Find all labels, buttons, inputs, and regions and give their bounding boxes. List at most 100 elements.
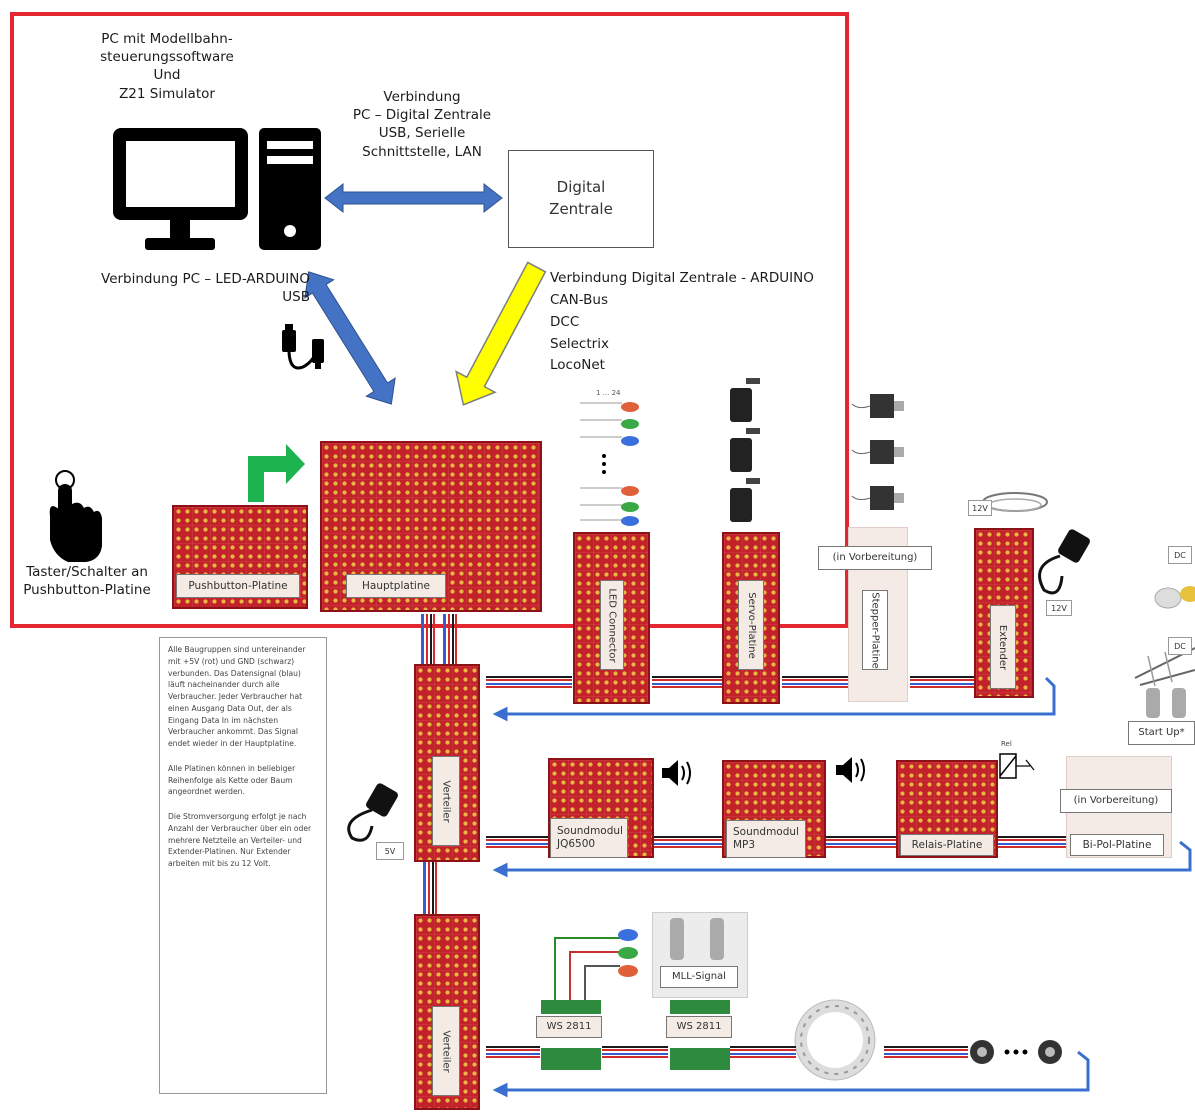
stepper-board-label: Stepper-Platine	[862, 590, 888, 670]
pc-title: PC mit Modellbahn- steuerungssoftware Un…	[82, 30, 252, 103]
digital-zentrale-line: Digital	[556, 178, 606, 197]
return-data-line-1	[492, 676, 1056, 722]
bus-cable-row3	[602, 1046, 668, 1058]
taster-line: Taster/Schalter an	[26, 564, 148, 580]
soundmodul-mp3-label: Soundmodul MP3	[726, 820, 806, 858]
pc-arduino-connection-label: Verbindung PC – LED-ARDUINO USB	[70, 270, 310, 306]
dc-tag: DC	[1168, 546, 1192, 564]
pc-digital-connection-label: Verbindung PC – Digital Zentrale USB, Se…	[322, 88, 522, 161]
led-connector-label: LED Connector	[600, 580, 624, 670]
connection-line: PC – Digital Zentrale	[352, 107, 492, 124]
startup-label: Start Up*	[1128, 721, 1195, 745]
verteiler-label-1: Verteiler	[432, 756, 460, 846]
bus-cable-row3	[730, 1046, 796, 1058]
extender-label: Extender	[990, 605, 1016, 689]
pc-title-line: Z21 Simulator	[119, 85, 215, 102]
soundmodul-line: Soundmodul	[557, 825, 623, 838]
neopixel-ring-icon	[794, 999, 876, 1081]
pc-title-line: Und	[153, 67, 181, 84]
digital-zentrale-line: Zentrale	[549, 200, 613, 218]
usb-cable-icon	[282, 324, 324, 370]
info-text-box: Alle Baugruppen sind untereinander mit +…	[159, 637, 327, 1094]
connection-line: Selectrix	[550, 335, 609, 352]
taster-label: Taster/Schalter an Pushbutton-Platine	[14, 563, 160, 599]
led-icon	[580, 402, 639, 526]
info-paragraph: Alle Baugruppen sind untereinander mit +…	[168, 645, 306, 749]
bus-cable-row3	[884, 1046, 968, 1058]
taster-line: Pushbutton-Platine	[23, 582, 151, 599]
power-adapter-icon	[347, 529, 1090, 842]
digital-zentrale-box: Digital Zentrale	[508, 150, 654, 248]
connection-line: Verbindung PC – LED-ARDUINO	[101, 271, 310, 287]
v12-top-tag: 12V	[968, 500, 992, 516]
mll-signal-mast	[710, 918, 724, 960]
stepper-board-text: Stepper-Platine	[869, 591, 881, 669]
relay-symbol-label: Rel	[1001, 740, 1012, 748]
connection-line: USB, Serielle	[378, 125, 466, 142]
extender-text: Extender	[997, 624, 1009, 670]
bipol-note: (in Vorbereitung)	[1060, 789, 1172, 813]
ws2811-board-1-bottom	[541, 1048, 601, 1070]
soundmodul-line: MP3	[733, 839, 756, 851]
neopixel-single-icon	[970, 1040, 1062, 1064]
bus-cable-row2	[826, 836, 896, 848]
turnout-icon	[1134, 647, 1195, 718]
stepper-motor-icon	[851, 394, 904, 510]
servo-motor-icon	[730, 378, 760, 522]
servo-board-label: Servo-Platine	[738, 580, 764, 670]
connection-line: LocoNet	[550, 357, 605, 374]
green-elbow-arrow	[248, 444, 305, 502]
dc-motor-icon	[1154, 586, 1195, 609]
connection-line: CAN-Bus	[550, 291, 609, 308]
return-data-line-2	[492, 840, 1192, 878]
mll-signal-label: MLL-Signal	[660, 966, 738, 988]
verteiler-text: Verteiler	[440, 779, 452, 823]
vertical-cable	[423, 862, 437, 914]
return-data-line-3	[492, 1050, 1090, 1098]
bus-cable-row2	[486, 836, 548, 848]
servo-board-text: Servo-Platine	[745, 591, 757, 659]
led-strip-icon	[982, 492, 1048, 512]
verteiler-label-2: Verteiler	[432, 1006, 460, 1096]
hauptplatine-label: Hauptplatine	[346, 574, 446, 598]
digital-arduino-arrow	[455, 261, 547, 406]
vertical-cable	[443, 614, 457, 664]
ws2811-board-2	[670, 1000, 730, 1014]
v5-tag: 5V	[376, 842, 404, 860]
info-paragraph: Alle Platinen können in beliebiger Reihe…	[168, 763, 296, 797]
ws2811-board-1	[541, 1000, 601, 1014]
led-range-label: 1 ... 24	[596, 389, 621, 397]
led-icon	[554, 929, 638, 1000]
verteiler-text: Verteiler	[440, 1029, 452, 1073]
connection-line: Verbindung Digital Zentrale - ARDUINO	[550, 270, 814, 286]
soundmodul-jq6500-label: Soundmodul JQ6500	[550, 818, 628, 858]
connection-line: Verbindung	[383, 89, 461, 105]
digital-arduino-connection-label: Verbindung Digital Zentrale - ARDUINO CA…	[550, 268, 850, 377]
v12-side-tag: 12V	[1046, 600, 1072, 616]
stepper-note: (in Vorbereitung)	[818, 546, 932, 570]
bus-cable-row1	[910, 676, 974, 688]
speaker-icon	[662, 757, 865, 786]
connection-line: Schnittstelle, LAN	[362, 143, 482, 160]
ws2811-board-2-bottom	[670, 1048, 730, 1070]
connection-line: USB	[282, 289, 310, 306]
bus-cable-row3	[486, 1046, 540, 1058]
bus-cable-row1	[486, 676, 572, 688]
bus-cable-row2	[998, 836, 1066, 848]
relay-icon	[999, 753, 1035, 779]
info-paragraph: Die Stromversorgung erfolgt je nach Anza…	[168, 812, 312, 869]
pc-digital-arrow	[324, 182, 503, 214]
desktop-pc-icon	[113, 128, 321, 250]
soundmodul-line: Soundmodul	[733, 826, 799, 839]
pushbutton-board-label: Pushbutton-Platine	[176, 574, 300, 598]
ws2811-label-2: WS 2811	[666, 1016, 732, 1038]
relais-label: Relais-Platine	[900, 834, 994, 856]
connection-line: DCC	[550, 313, 580, 330]
vertical-cable	[421, 614, 435, 664]
dc-tag: DC	[1168, 637, 1192, 655]
bipol-label: Bi-Pol-Platine	[1070, 834, 1164, 856]
bus-cable-row1	[782, 676, 848, 688]
bus-cable-row2	[654, 836, 722, 848]
pc-title-line: PC mit Modellbahn-	[101, 31, 233, 47]
